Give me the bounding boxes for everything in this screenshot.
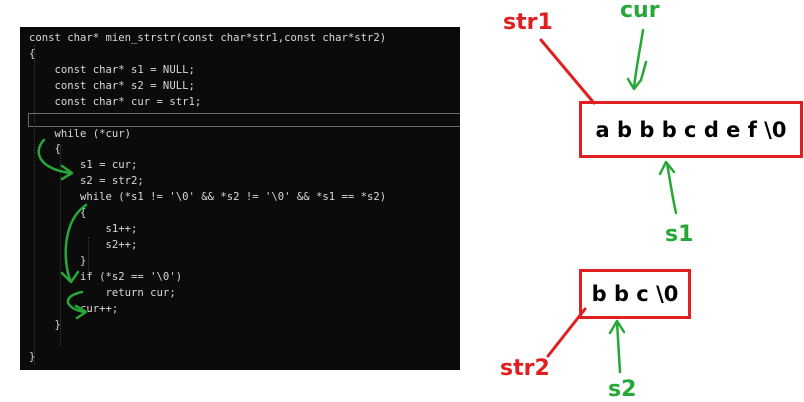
current-line-highlight bbox=[28, 113, 460, 127]
code-line-18: cur++; bbox=[29, 303, 119, 315]
code-line-7: while (*cur) bbox=[29, 128, 132, 140]
code-line-17: return cur; bbox=[29, 287, 176, 299]
code-line-15: } bbox=[29, 255, 87, 267]
code-line-11: while (*s1 != '\0' && *s2 != '\0' && *s1… bbox=[29, 191, 387, 203]
code-line-4: const char* s2 = NULL; bbox=[29, 80, 195, 92]
arrowhead bbox=[608, 319, 626, 335]
code-line-9: s1 = cur; bbox=[29, 159, 138, 171]
str1-contents: a b b b c d e f \0 bbox=[595, 117, 787, 142]
str1-memory-box: a b b b c d e f \0 bbox=[579, 101, 803, 158]
str2-memory-box: b b c \0 bbox=[579, 269, 691, 319]
s1-label: s1 bbox=[665, 222, 694, 247]
code-line-12: { bbox=[29, 207, 87, 219]
code-line-16: if (*s2 == '\0') bbox=[29, 271, 183, 283]
arrowhead bbox=[626, 77, 643, 91]
indent-guide bbox=[88, 237, 89, 277]
code-line-21: } bbox=[29, 351, 36, 363]
s2-pointer-line bbox=[615, 320, 622, 374]
indent-guide bbox=[34, 45, 35, 365]
code-line-5: const char* cur = str1; bbox=[29, 96, 202, 108]
str1-pointer-line bbox=[539, 38, 596, 105]
code-line-13: s1++; bbox=[29, 223, 138, 235]
cur-pointer-line bbox=[632, 28, 645, 90]
s2-label: s2 bbox=[608, 377, 637, 402]
code-editor-screenshot: const char* mien_strstr(const char*str1,… bbox=[20, 27, 460, 370]
code-line-10: s2 = str2; bbox=[29, 175, 144, 187]
cur-squiggle bbox=[639, 60, 648, 82]
str2-label: str2 bbox=[500, 356, 550, 381]
s1-pointer-line bbox=[665, 161, 678, 215]
arrowhead bbox=[658, 160, 676, 176]
code-line-8: { bbox=[29, 143, 61, 155]
code-line-14: s2++; bbox=[29, 239, 138, 251]
code-line-1: const char* mien_strstr(const char*str1,… bbox=[29, 32, 387, 44]
code-line-2: { bbox=[29, 48, 36, 60]
str1-label: str1 bbox=[503, 10, 553, 35]
code-line-19: } bbox=[29, 319, 61, 331]
str2-contents: b b c \0 bbox=[591, 282, 679, 306]
code-line-3: const char* s1 = NULL; bbox=[29, 64, 195, 76]
cur-label: cur bbox=[620, 0, 660, 23]
indent-guide bbox=[60, 145, 61, 345]
